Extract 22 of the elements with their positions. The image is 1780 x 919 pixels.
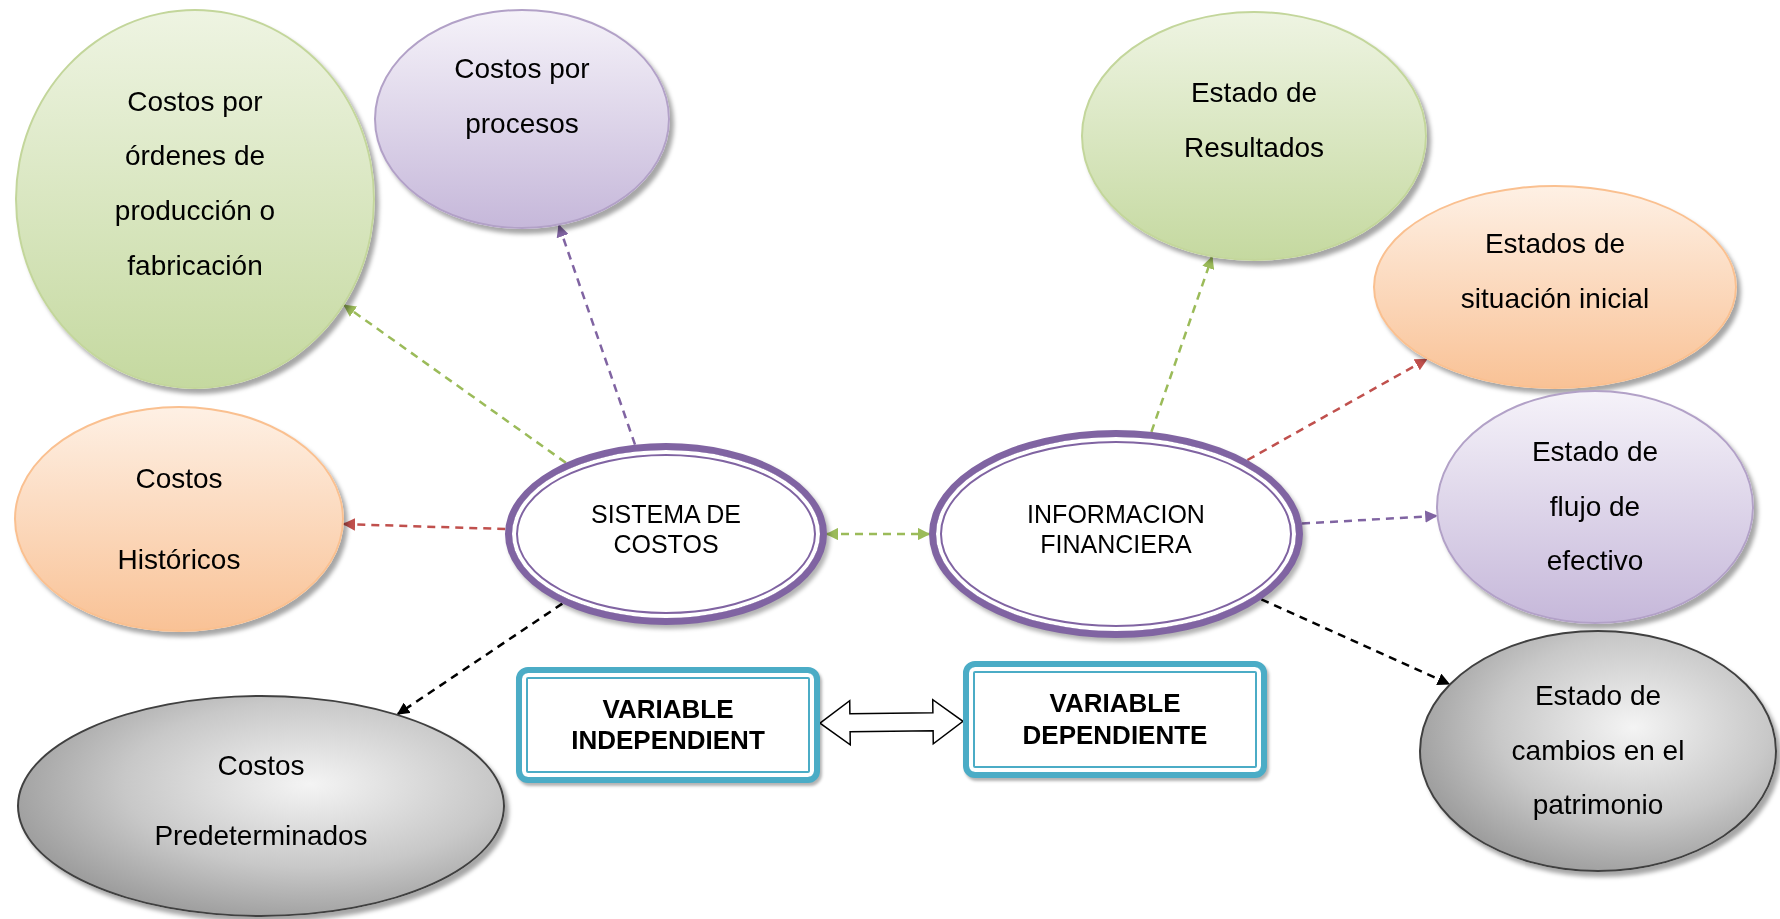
variable-label: VARIABLE DEPENDIENTE [1021, 688, 1209, 751]
arrow [1260, 598, 1451, 686]
double-arrow [818, 698, 965, 747]
node-label: Estados de situación inicial [1459, 227, 1651, 316]
arrow [396, 602, 564, 716]
node-label: Costos por órdenes de producción o fabricación [113, 84, 277, 283]
node-label: Estado de Resultados [1182, 76, 1326, 165]
arrow [342, 518, 506, 531]
node-label: Costos Históricos [116, 461, 242, 577]
node-label: SISTEMA DE COSTOS [589, 499, 742, 559]
node-label: Costos por procesos [453, 51, 591, 141]
variable-box [516, 667, 820, 783]
node-label: INFORMACION FINANCIERA [1026, 499, 1206, 559]
arrow [825, 527, 931, 541]
node-label: Estado de cambios en el patrimonio [1510, 679, 1686, 823]
node-label: Estado de flujo de efectivo [1530, 435, 1660, 579]
node-label: Costos Predeterminados [153, 749, 369, 853]
arrow [1246, 358, 1428, 462]
arrow [1301, 510, 1438, 525]
variable-box [963, 661, 1267, 778]
arrow [343, 304, 567, 464]
variable-label: VARIABLE INDEPENDIENT [570, 693, 766, 757]
